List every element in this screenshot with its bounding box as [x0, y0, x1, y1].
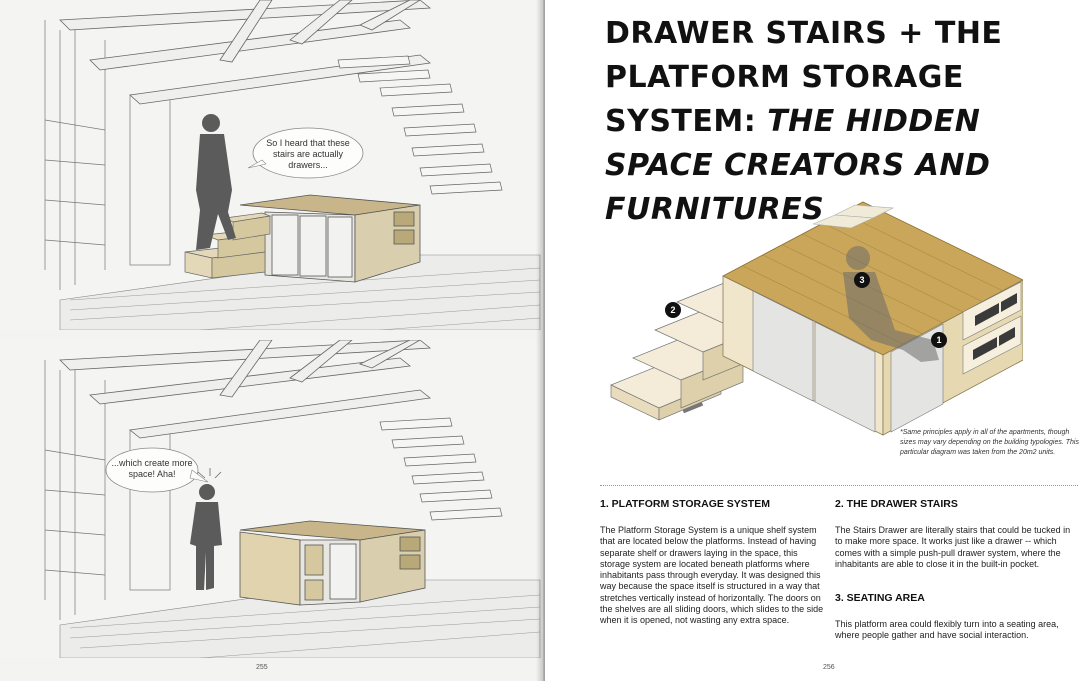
page-number-left: 255 [256, 664, 268, 671]
person-silhouette-icon [196, 114, 236, 250]
section-heading: 1. PLATFORM STORAGE SYSTEM [600, 498, 770, 510]
section-heading: 2. THE DRAWER STAIRS [835, 498, 958, 510]
person-silhouette-icon [190, 484, 222, 590]
right-page: Drawer Stairs + The Platform Storage Sys… [545, 0, 1089, 681]
title-part-1: Drawer Stairs + The Platform Storage Sys… [605, 16, 1003, 139]
platform-illustration [610, 201, 1024, 436]
section-body: This platform area could flexibly turn i… [835, 619, 1059, 641]
marker-2: 2 [665, 302, 681, 318]
section-divider [600, 485, 1078, 486]
platform-diagram: 1 2 3 [603, 190, 1024, 460]
diagram-footnote: *Same principles apply in all of the apa… [900, 429, 1079, 456]
stairs-sketch-bottom [0, 340, 543, 658]
section-body: The Stairs Drawer are literally stairs t… [835, 525, 1071, 569]
section-seating-area: 3. SEATING AREA This platform area could… [835, 592, 1075, 642]
page-number-right: 256 [823, 664, 835, 671]
stairs-sketch-top [0, 0, 543, 330]
marker-3: 3 [854, 272, 870, 288]
section-drawer-stairs: 2. THE DRAWER STAIRS The Stairs Drawer a… [835, 498, 1075, 570]
seated-person-icon [843, 246, 939, 362]
title-part-2: The Hidden Space Creators and Furnitures [605, 104, 991, 227]
section-heading: 3. SEATING AREA [835, 592, 925, 604]
comic-panel-bottom: ...which create more space! Aha! [0, 340, 543, 658]
page-title: Drawer Stairs + The Platform Storage Sys… [605, 12, 1085, 232]
section-body: The Platform Storage System is a unique … [600, 525, 824, 626]
speech-bubble-bottom: ...which create more space! Aha! [111, 458, 193, 479]
section-platform-storage: 1. PLATFORM STORAGE SYSTEM The Platform … [600, 498, 825, 627]
marker-1: 1 [931, 332, 947, 348]
left-page: So I heard that these stairs are actuall… [0, 0, 543, 681]
comic-panel-top: So I heard that these stairs are actuall… [0, 0, 543, 330]
speech-bubble-top: So I heard that these stairs are actuall… [266, 138, 350, 170]
